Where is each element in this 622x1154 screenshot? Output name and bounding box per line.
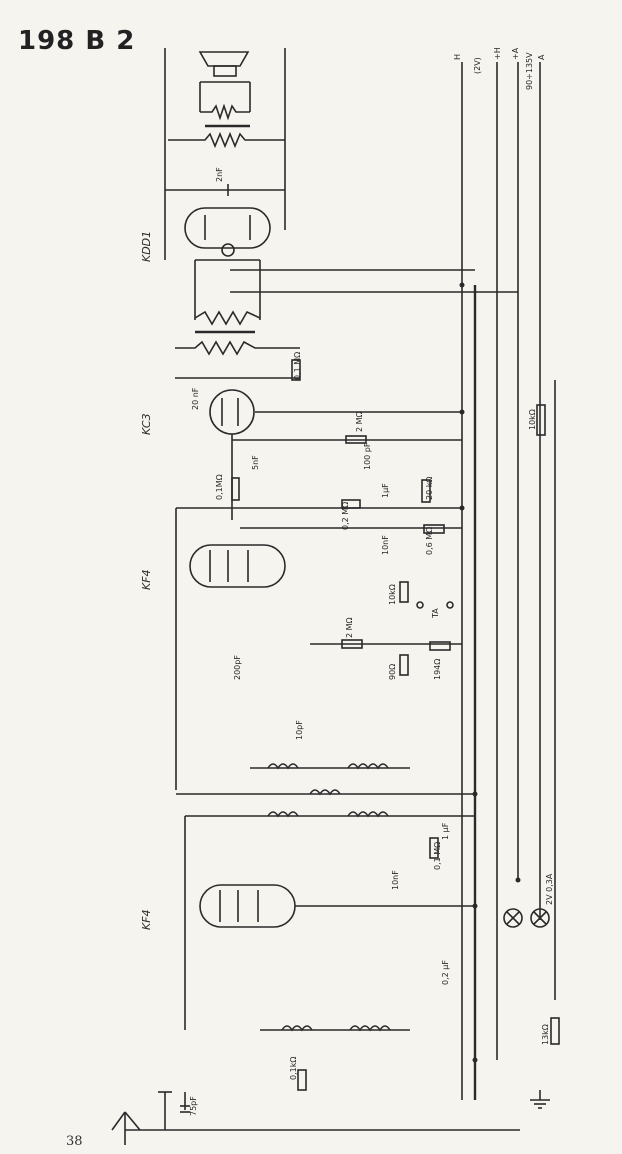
res-02mohm-label: 0,2 MΩ (341, 502, 350, 530)
lamp-label: 2V 0,3A (545, 873, 554, 905)
cap-5nf-label: 5nF (251, 455, 260, 470)
res-2mohm: 2 MΩ (232, 411, 462, 444)
cap-10nf-low-label: 10nF (391, 870, 400, 890)
res-90ohm-label: 90Ω (388, 664, 397, 680)
cap-1uf-b-label: 1 μF (441, 822, 450, 840)
pilot-lamps: 2V 0,3A (503, 873, 554, 928)
ground-icon (530, 1090, 550, 1109)
tube-kf4-lower: KF4 (140, 884, 475, 930)
cap-200pf-label: 200pF (233, 655, 242, 680)
pot-10kohm-label: 10kΩ (528, 409, 537, 430)
res-2mohm-label: 2 MΩ (355, 411, 364, 432)
res-2mohm-b-label: 2 MΩ (345, 617, 354, 638)
junction-dots (459, 282, 521, 1063)
tube-kdd1-label: KDD1 (140, 231, 153, 262)
pot-10kohm: 10kΩ (528, 404, 546, 436)
supply-label-a: A (537, 54, 546, 60)
cap-75pf-label: 75pF (189, 1096, 198, 1116)
cap-02uf-label: 0,2 μF (441, 960, 450, 985)
cap-2nf-label: 2nF (215, 167, 224, 182)
res-06mohm-label: 0,6 MΩ (425, 527, 434, 555)
cap-10nf-mid-label: 10nF (381, 535, 390, 555)
rf-coils-upper (176, 763, 475, 796)
tube-kdd1: KDD1 (140, 207, 271, 262)
res-13kohm-label: 13kΩ (541, 1024, 550, 1045)
supply-label-h: H (453, 54, 462, 60)
supply-label-plus-h: +H (493, 47, 502, 60)
cap-100pf-label: 100 pF (363, 442, 372, 470)
ta-label: TA (431, 608, 440, 619)
antenna-icon (111, 1111, 520, 1145)
res-01kohm-label: 0,1kΩ (289, 1057, 298, 1080)
supply-label-2v: (2V) (473, 57, 482, 74)
output-transformer: 2nF (164, 48, 286, 260)
tube-kc3: KC3 20 nF 0,1 MΩ (140, 352, 462, 520)
driver-transformer (175, 259, 518, 356)
tube-kc3-label: KC3 (140, 413, 153, 435)
tube-kf4-lower-label: KF4 (140, 909, 153, 930)
tube-kf4-upper: KF4 (140, 508, 462, 790)
page-number: 38 (66, 1134, 83, 1149)
res-10kohm-label: 10kΩ (388, 584, 397, 605)
res-01mohm-grid-label: 0,1MΩ (215, 474, 224, 500)
rf-coils-lower (184, 811, 475, 1030)
res-01mohm-top-label: 0,1 MΩ (293, 352, 302, 380)
supply-labels: H (2V) +H +A 90÷135V A (453, 47, 546, 90)
supply-rails (461, 62, 556, 1100)
supply-label-voltage: 90÷135V (525, 52, 534, 90)
antenna-coils (260, 1025, 410, 1032)
tube-kf4-upper-label: KF4 (140, 569, 153, 590)
res-194ohm-label: 194Ω (433, 659, 442, 680)
res-01mohm-b-label: 0,1 MΩ (433, 842, 442, 870)
cap-1uf-label: 1μF (381, 483, 390, 498)
supply-label-plus-a: +A (511, 47, 520, 60)
cap-20nf-label: 20 nF (191, 387, 200, 410)
page-title: 198 B 2 (18, 26, 136, 56)
cap-10pf-label: 10pF (295, 720, 304, 740)
loudspeaker-icon (198, 51, 251, 121)
res-20kohm-label: 20 kΩ (425, 477, 434, 500)
